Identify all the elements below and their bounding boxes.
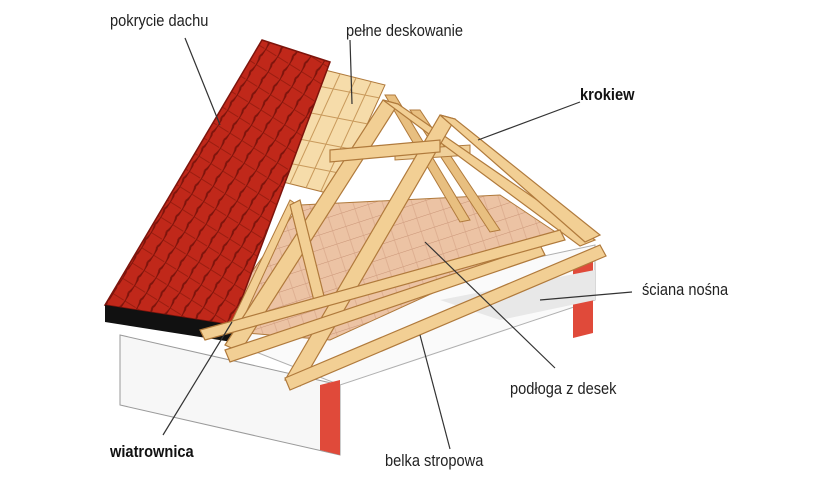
leader-belka-stropowa bbox=[419, 334, 451, 450]
label-pelne-deskowanie: pełne deskowanie bbox=[346, 21, 464, 40]
rafter-trusses bbox=[199, 99, 607, 391]
leader-sciana-nosna bbox=[539, 291, 633, 301]
ceiling-joist bbox=[284, 244, 607, 391]
full-sheathing bbox=[274, 69, 386, 196]
leader-pelne-deskowanie bbox=[349, 39, 353, 105]
joist-back bbox=[224, 244, 546, 363]
label-krokiew: krokiew bbox=[580, 85, 635, 104]
label-pokrycie-dachu: pokrycie dachu bbox=[110, 11, 209, 30]
leader-lines bbox=[162, 37, 633, 450]
leader-krokiew bbox=[477, 101, 581, 141]
label-sciana-nosna: ściana nośna bbox=[642, 280, 729, 299]
leader-podloga-z-desek bbox=[424, 241, 556, 369]
leader-pokrycie-dachu bbox=[184, 37, 221, 126]
label-belka-stropowa: belka stropowa bbox=[385, 451, 484, 470]
label-wiatrownica: wiatrownica bbox=[110, 442, 194, 461]
wall-base bbox=[119, 244, 596, 456]
label-podloga-z-desek: podłoga z desek bbox=[510, 379, 617, 398]
joist-rear bbox=[199, 229, 566, 341]
leader-wiatrownica bbox=[162, 321, 233, 436]
collar-tie bbox=[329, 139, 441, 163]
rafter-mid-right bbox=[439, 114, 602, 243]
